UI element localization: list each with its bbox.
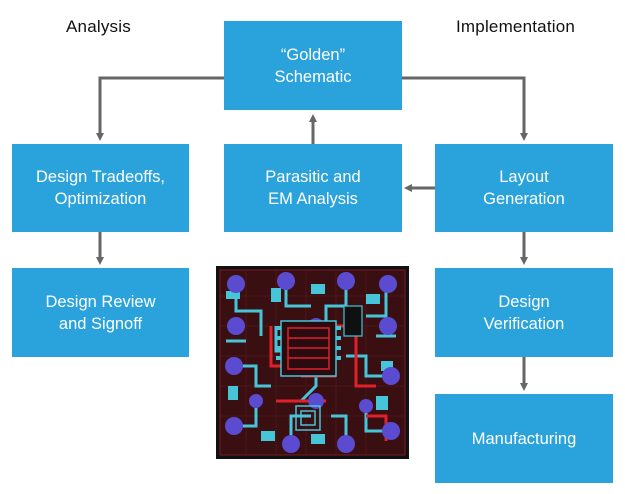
golden-schematic-line2: Schematic <box>274 67 352 86</box>
parasitic-em-analysis-box: Parasitic and EM Analysis <box>224 144 402 232</box>
layout-generation-box: Layout Generation <box>435 144 613 232</box>
parasitic-line2: EM Analysis <box>268 190 358 208</box>
chip-layout-image <box>216 266 409 459</box>
design-tradeoffs-line2: Optimization <box>54 190 147 208</box>
design-review-line2: and Signoff <box>58 314 143 333</box>
analysis-heading: Analysis <box>66 17 131 36</box>
layout-generation-line2: Generation <box>483 190 565 208</box>
golden-schematic-box: “Golden” Schematic <box>224 21 402 110</box>
design-verification-box: Design Verification <box>435 268 613 357</box>
design-review-line1: Design Review <box>45 292 156 311</box>
design-review-box: Design Review and Signoff <box>12 268 189 357</box>
manufacturing-box: Manufacturing <box>435 394 613 483</box>
implementation-heading: Implementation <box>456 17 576 36</box>
manufacturing-label: Manufacturing <box>471 429 577 448</box>
design-tradeoffs-box: Design Tradeoffs, Optimization <box>12 144 189 232</box>
parasitic-line1: Parasitic and <box>265 168 361 186</box>
arrow-golden-to-tradeoffs <box>96 76 224 141</box>
design-tradeoffs-line1: Design Tradeoffs, <box>35 168 166 186</box>
golden-schematic-line1: “Golden” <box>280 45 346 64</box>
layout-generation-line1: Layout <box>499 168 549 186</box>
design-verification-line1: Design <box>498 292 550 311</box>
arrow-golden-to-layout <box>402 76 528 141</box>
design-verification-line2: Verification <box>483 314 565 333</box>
